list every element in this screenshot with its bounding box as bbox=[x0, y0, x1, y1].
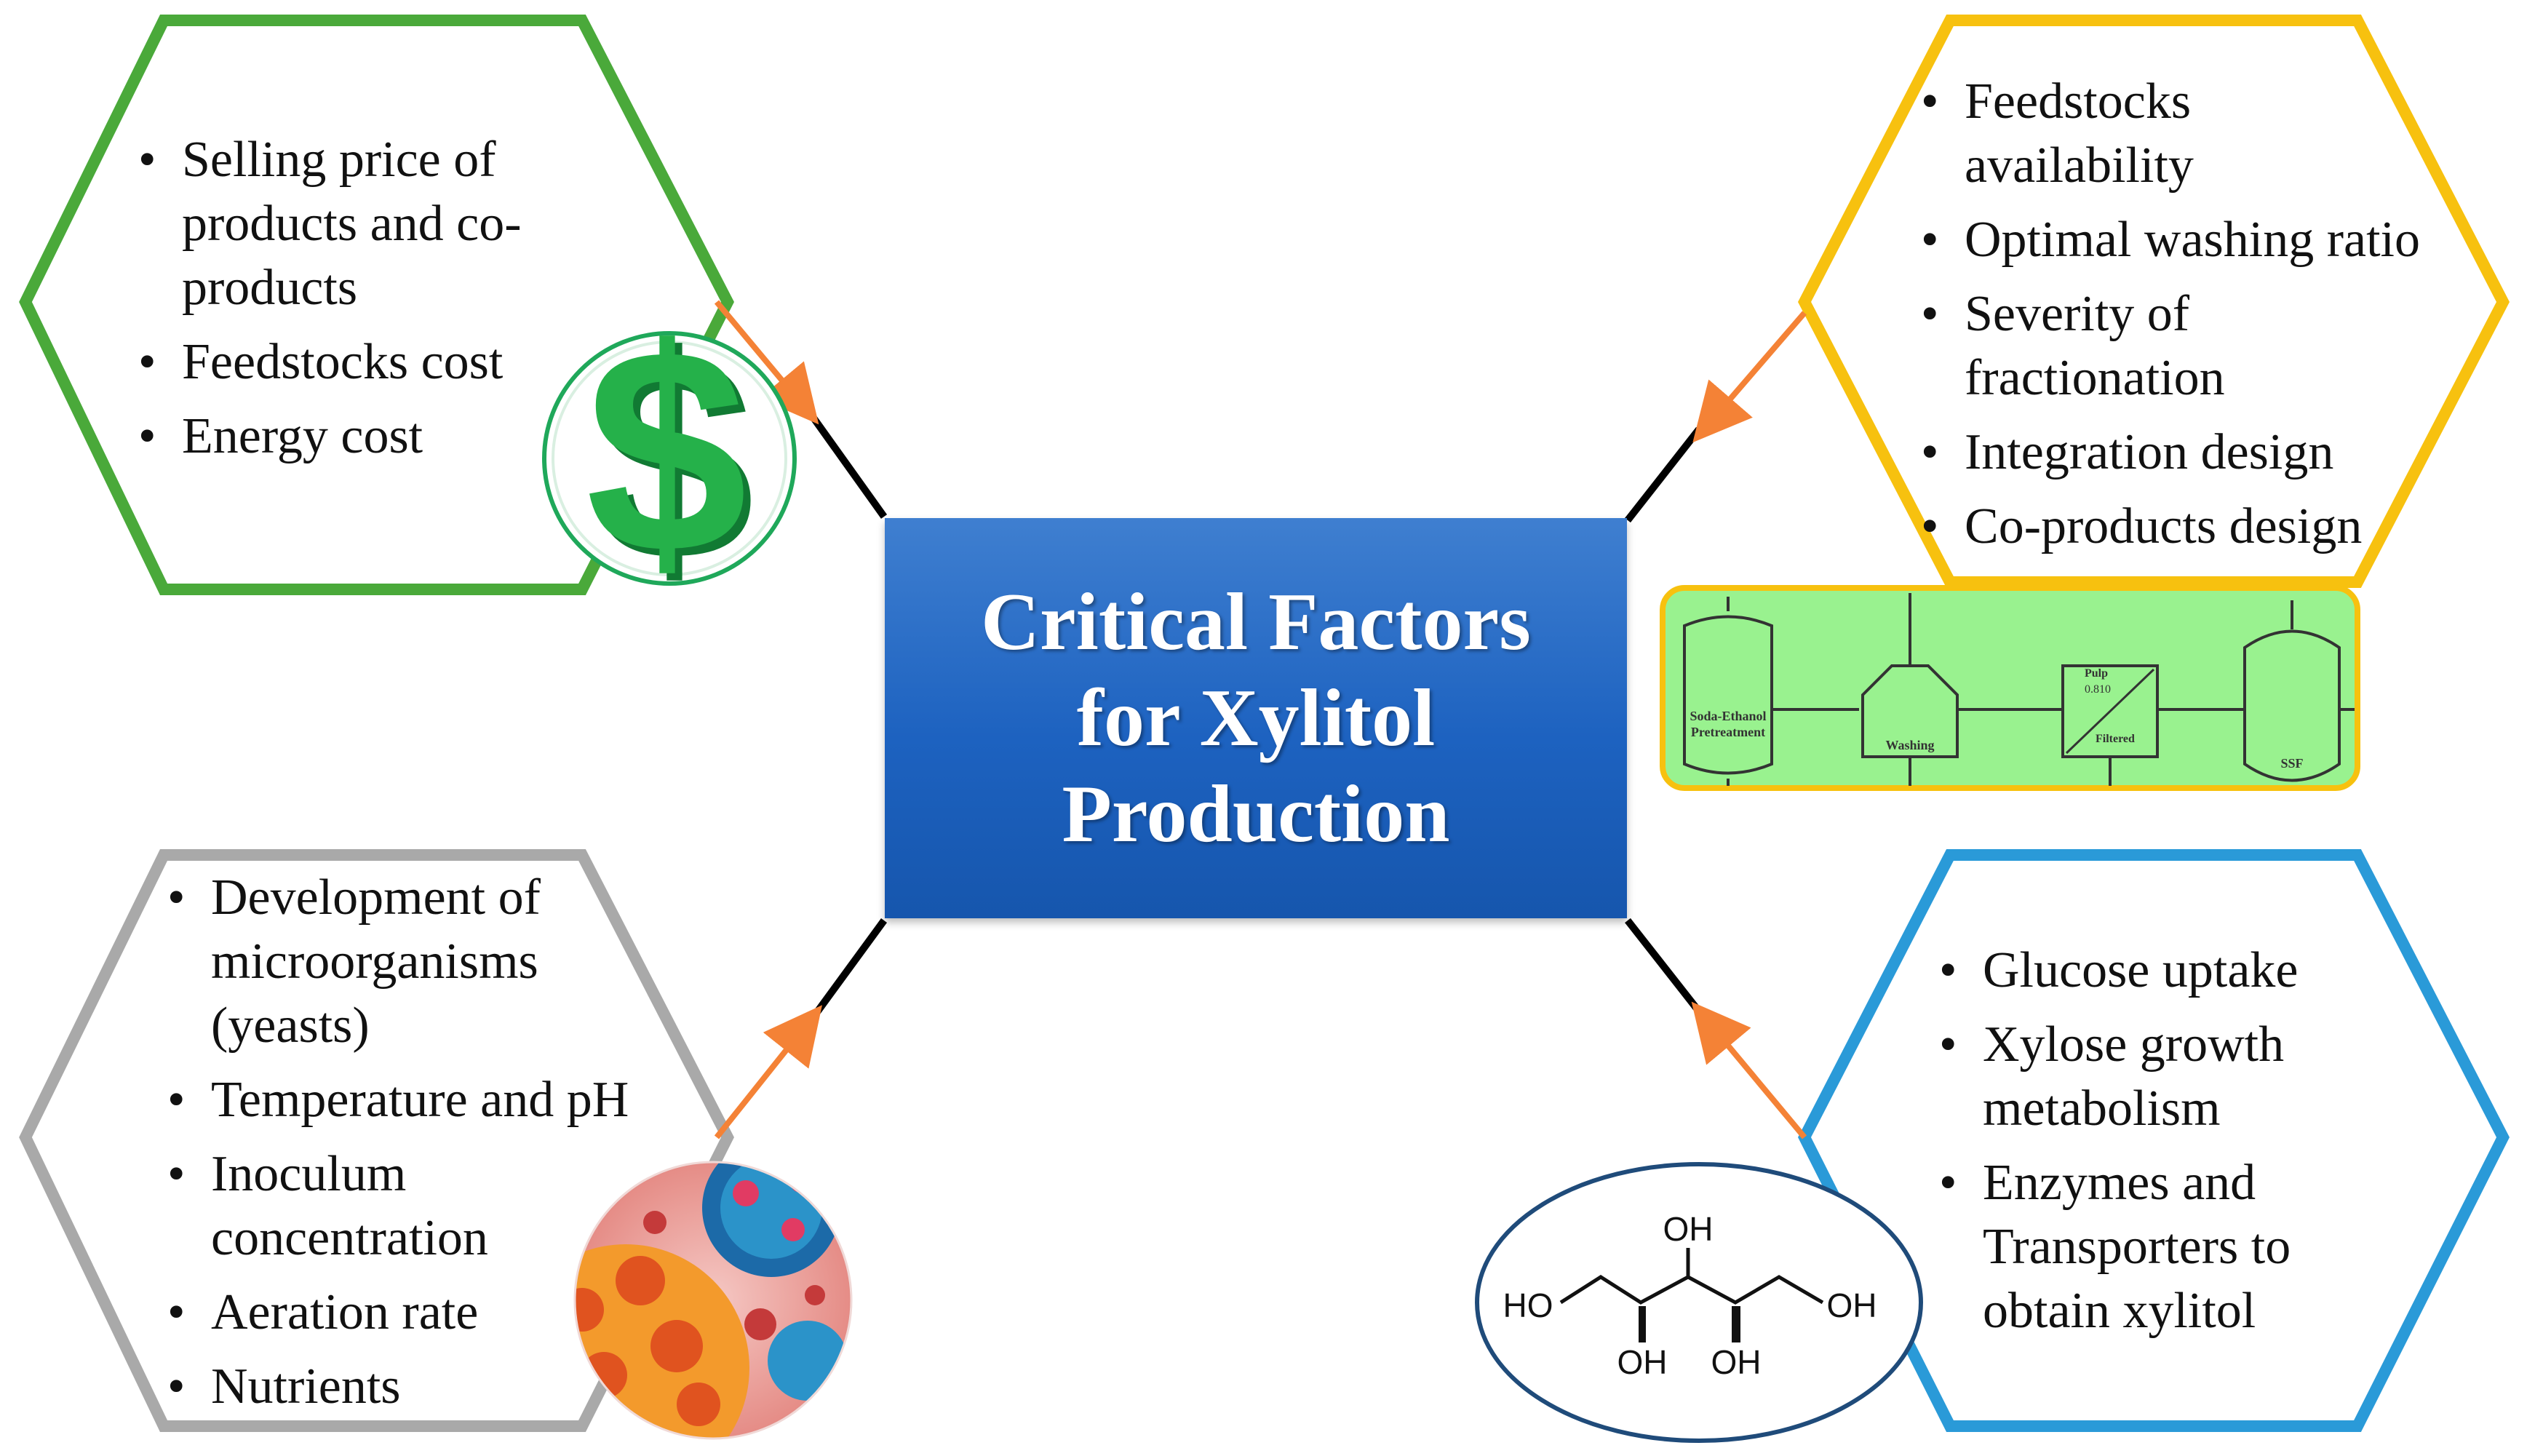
svg-text:OH: OH bbox=[1827, 1286, 1877, 1324]
process-item: Integration design bbox=[1921, 421, 2474, 485]
economic-factors-list: Selling price of products and co-product… bbox=[138, 128, 546, 479]
svg-text:Pretreatment: Pretreatment bbox=[1691, 725, 1765, 739]
center-title-box: Critical Factors for Xylitol Production bbox=[885, 518, 1627, 918]
metabolic-factors-list: Glucose uptake Xylose growth metabolism … bbox=[1939, 939, 2347, 1353]
process-item: Optimal washing ratio bbox=[1921, 208, 2474, 272]
process-flowsheet: Soda-Ethanol Pretreatment Washing Pulp 0… bbox=[1660, 585, 2360, 791]
biological-factors-list: Development of microorganisms (yeasts) T… bbox=[167, 866, 677, 1429]
arrow-bottom-right bbox=[1691, 1001, 1807, 1139]
svg-text:HO: HO bbox=[1503, 1286, 1553, 1324]
washing-unit-icon bbox=[1861, 664, 1959, 758]
svg-text:OH: OH bbox=[1617, 1343, 1668, 1381]
biological-item: Inoculum concentration bbox=[167, 1142, 589, 1270]
svg-text:OH: OH bbox=[1663, 1210, 1714, 1248]
xylitol-structure: OH HO OH OH OH bbox=[1475, 1162, 1923, 1443]
svg-text:Filtered: Filtered bbox=[2096, 733, 2135, 745]
svg-text:Pulp: Pulp bbox=[2085, 667, 2108, 680]
process-factors-list: Feedstocks availability Optimal washing … bbox=[1921, 70, 2474, 569]
svg-text:OH: OH bbox=[1711, 1343, 1762, 1381]
dollar-icon: $ $ bbox=[542, 288, 797, 621]
svg-text:$: $ bbox=[593, 295, 755, 621]
biological-item: Aeration rate bbox=[167, 1281, 677, 1345]
arrow-bottom-left bbox=[714, 1005, 822, 1139]
connector-top-left bbox=[808, 413, 888, 519]
biological-item: Development of microorganisms (yeasts) bbox=[167, 866, 618, 1058]
metabolic-item: Enzymes and Transporters to obtain xylit… bbox=[1939, 1151, 2347, 1343]
process-item: Co-products design bbox=[1921, 495, 2474, 559]
connector-bottom-left bbox=[811, 918, 888, 1017]
svg-text:Washing: Washing bbox=[1885, 738, 1934, 752]
metabolic-item: Xylose growth metabolism bbox=[1939, 1013, 2317, 1141]
svg-text:0.810: 0.810 bbox=[2085, 683, 2111, 696]
biological-item: Nutrients bbox=[167, 1355, 677, 1419]
ssf-reactor-icon bbox=[2243, 629, 2341, 782]
svg-text:SSF: SSF bbox=[2280, 756, 2303, 771]
biological-item: Temperature and pH bbox=[167, 1068, 677, 1132]
svg-text:$: $ bbox=[586, 288, 747, 613]
arrow-top-right bbox=[1692, 311, 1807, 443]
pretreatment-vessel-icon bbox=[1683, 615, 1773, 775]
arrow-top-left bbox=[714, 300, 819, 425]
process-item: Severity of fractionation bbox=[1921, 282, 2299, 410]
economic-item: Feedstocks cost bbox=[138, 330, 546, 394]
diagram-title: Critical Factors for Xylitol Production bbox=[981, 577, 1531, 859]
metabolic-item: Glucose uptake bbox=[1939, 939, 2347, 1003]
economic-item: Energy cost bbox=[138, 405, 546, 469]
connector-top-right bbox=[1625, 426, 1702, 523]
svg-text:Soda-Ethanol: Soda-Ethanol bbox=[1690, 709, 1766, 723]
economic-item: Selling price of products and co-product… bbox=[138, 128, 546, 320]
connector-bottom-right bbox=[1625, 918, 1702, 1014]
process-item: Feedstocks availability bbox=[1921, 70, 2270, 198]
